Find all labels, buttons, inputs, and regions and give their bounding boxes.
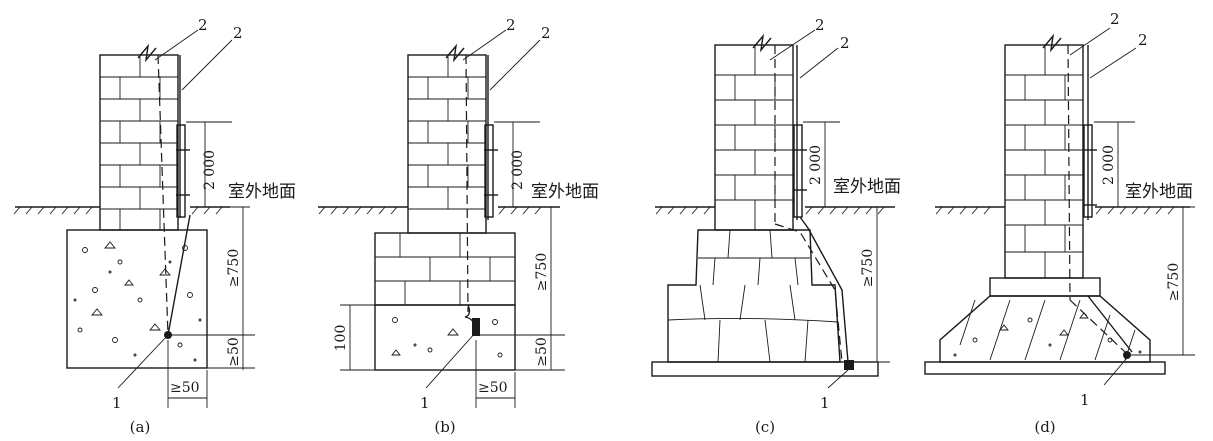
label-2: 2 xyxy=(233,24,243,42)
label-1: 1 xyxy=(112,394,122,412)
label-2: 2 xyxy=(198,16,208,34)
dimension-50: ≥50 xyxy=(170,380,200,396)
dimension-750: ≥750 xyxy=(1166,263,1182,301)
label-1: 1 xyxy=(1080,391,1090,409)
sloped-footing xyxy=(924,277,1166,375)
panel-b xyxy=(318,29,565,408)
brick-base xyxy=(374,232,516,306)
dimension-750: ≥750 xyxy=(534,253,550,291)
dimension-2000: 2 000 xyxy=(1101,145,1117,185)
concrete-footing xyxy=(66,229,208,369)
panel-d xyxy=(924,27,1195,386)
panel-caption: (c) xyxy=(755,418,775,436)
dimension-100: 100 xyxy=(333,325,349,352)
panel-caption: (d) xyxy=(1034,418,1055,436)
label-2: 2 xyxy=(541,24,551,42)
label-1: 1 xyxy=(420,394,430,412)
stone-foundation xyxy=(651,229,879,377)
label-2: 2 xyxy=(1138,31,1148,49)
dimension-50: ≥50 xyxy=(534,337,550,367)
label-2: 2 xyxy=(506,16,516,34)
dimension-750: ≥750 xyxy=(860,249,876,287)
concrete-pad xyxy=(374,304,516,371)
ground-label: 室外地面 xyxy=(228,182,296,202)
brick-wall xyxy=(1004,44,1084,279)
label-2: 2 xyxy=(1110,10,1120,28)
dimension-50: ≥50 xyxy=(478,380,508,396)
dimension-2000: 2 000 xyxy=(510,150,526,190)
ground-hatch xyxy=(13,206,223,215)
brick-wall xyxy=(407,54,487,234)
panel-caption: (b) xyxy=(434,418,455,436)
panel-c xyxy=(651,29,895,389)
label-2: 2 xyxy=(815,16,825,34)
brick-wall xyxy=(714,44,794,231)
dimension-2000: 2 000 xyxy=(202,150,218,190)
dimension-750: ≥750 xyxy=(226,249,242,287)
label-1: 1 xyxy=(820,394,830,412)
panel-a xyxy=(13,29,255,408)
ground-label: 室外地面 xyxy=(833,177,901,197)
dimension-50: ≥50 xyxy=(226,337,242,367)
brick-wall xyxy=(99,54,179,231)
panel-caption: (a) xyxy=(130,418,151,436)
label-2: 2 xyxy=(840,34,850,52)
dimension-2000: 2 000 xyxy=(808,145,824,185)
ground-label: 室外地面 xyxy=(1125,182,1193,202)
ground-label: 室外地面 xyxy=(531,182,599,202)
